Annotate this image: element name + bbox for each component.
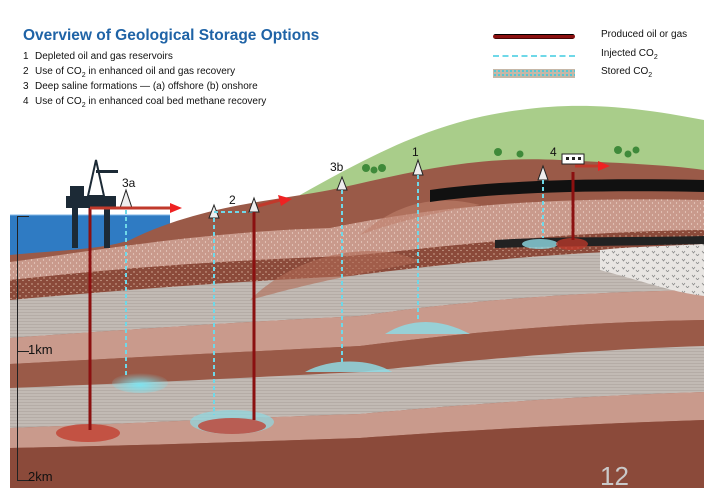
depth-tick-1km xyxy=(17,351,29,352)
well-4 xyxy=(537,153,610,240)
well-3b xyxy=(336,175,348,362)
legend-produced-label: Produced oil or gas xyxy=(601,29,688,40)
layer-pink-2 xyxy=(10,392,704,448)
anticline-3b xyxy=(250,250,420,300)
stored-swatch xyxy=(493,69,575,78)
option-text: Use of CO xyxy=(35,66,82,77)
anticline-1 xyxy=(360,200,480,235)
legend-stored-label: Stored CO2 xyxy=(601,66,652,79)
options-panel: Overview of Geological Storage Options 1… xyxy=(15,21,319,117)
layer-brown-3 xyxy=(10,420,704,488)
legend-injected-text: Injected CO xyxy=(601,48,654,59)
legend-stored: Stored CO2 xyxy=(493,66,689,80)
legend-injected-sub: 2 xyxy=(653,54,658,61)
layer-dotted-1 xyxy=(10,199,704,280)
trees xyxy=(362,146,640,174)
slide-number: 12 xyxy=(600,461,629,491)
layer-strata-1 xyxy=(10,248,704,338)
depth-tick-2km xyxy=(17,480,29,481)
stored-co2-3a xyxy=(112,373,168,393)
option-number: 4 xyxy=(23,96,29,107)
legend-injected: Injected CO2 xyxy=(493,48,689,62)
option-text: Use of CO xyxy=(35,96,82,107)
well-label-3b: 3b xyxy=(330,160,344,174)
option-text: Depleted oil and gas reservoirs xyxy=(35,51,173,62)
legend: Produced oil or gas Injected CO2 Stored … xyxy=(485,21,694,85)
option-subscript: 2 xyxy=(81,102,86,109)
injected-swatch xyxy=(493,55,575,57)
stored-co2-4 xyxy=(522,239,558,249)
well-label-4: 4 xyxy=(550,145,557,159)
option-number: 1 xyxy=(23,51,29,62)
coal-seam xyxy=(430,179,704,202)
option-1: 1 Depleted oil and gas reservoirs xyxy=(23,51,173,62)
well-2-injection xyxy=(208,203,254,415)
option-number: 3 xyxy=(23,81,29,92)
option-number: 2 xyxy=(23,66,29,77)
stored-co2-1 xyxy=(385,322,470,334)
option-text: Deep saline formations — (a) offshore (b… xyxy=(35,81,258,92)
legend-stored-text: Stored CO xyxy=(601,66,649,77)
depth-axis xyxy=(17,216,18,481)
produced-swatch xyxy=(493,34,575,39)
well-label-3a: 3a xyxy=(122,176,136,190)
depth-label-2km: 2km xyxy=(28,469,53,484)
option-text-post: in enhanced oil and gas recovery xyxy=(85,66,236,77)
depth-label-1km: 1km xyxy=(28,342,53,357)
option-3: 3 Deep saline formations — (a) offshore (… xyxy=(23,81,258,92)
legend-produced: Produced oil or gas xyxy=(493,29,689,43)
legend-stored-sub: 2 xyxy=(648,72,653,79)
well-1 xyxy=(412,158,424,322)
option-text-post: in enhanced coal bed methane recovery xyxy=(85,96,267,107)
well-label-2: 2 xyxy=(229,193,236,207)
layer-pink-1 xyxy=(10,290,704,364)
option-subscript: 2 xyxy=(81,72,86,79)
oil-reservoir-3a xyxy=(56,424,120,442)
methane-4 xyxy=(556,238,588,250)
option-4: 4 Use of CO2 in enhanced coal bed methane… xyxy=(23,96,266,109)
well-2-production xyxy=(248,195,292,420)
well-label-1: 1 xyxy=(412,145,419,159)
layer-strata-2 xyxy=(10,346,704,428)
stored-co2-3b xyxy=(305,361,392,372)
diagram-title: Overview of Geological Storage Options xyxy=(23,27,320,44)
well-3a-production xyxy=(88,203,182,430)
legend-injected-label: Injected CO2 xyxy=(601,48,658,61)
coal-area xyxy=(600,244,704,296)
oil-reservoir-2 xyxy=(198,418,266,434)
offshore-platform xyxy=(66,159,118,248)
depth-tick-top xyxy=(17,216,29,217)
layer-brown-2 xyxy=(10,320,704,388)
